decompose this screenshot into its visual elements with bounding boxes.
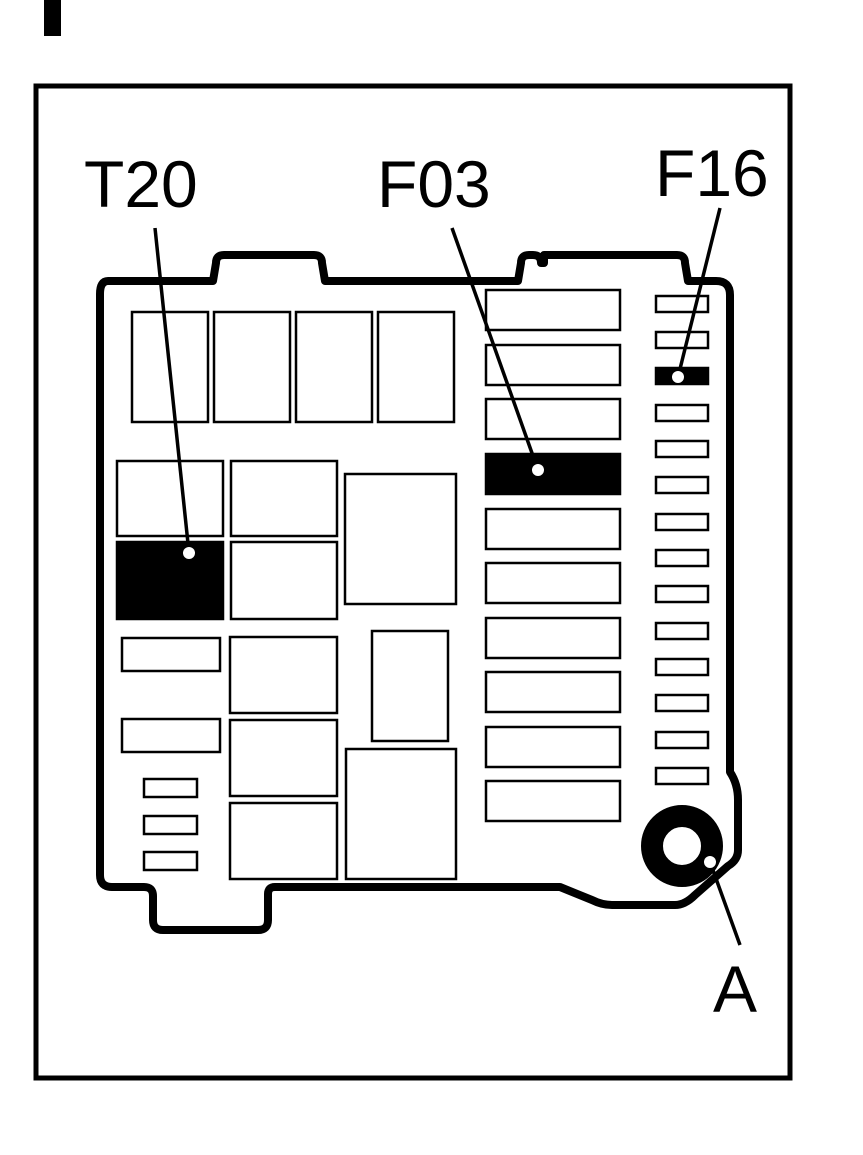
mini-fuse-slot: [654, 584, 710, 604]
maxi-fuse-slot: [484, 288, 622, 332]
leader-a: [708, 861, 742, 946]
leader-t20: [153, 227, 191, 554]
relay-t20-highlighted: [115, 540, 225, 621]
maxi-fuse-column: [484, 288, 622, 823]
mini-fuse-column: [654, 294, 710, 786]
relay-slot: [228, 718, 339, 798]
mini-fuse-slot: [654, 512, 710, 532]
fuse-slot-wide: [120, 636, 222, 673]
label-f03: F03: [377, 147, 491, 221]
relay-slot: [229, 540, 339, 621]
maxi-fuse-slot: [484, 616, 622, 660]
leader-f03: [450, 227, 540, 471]
relay-slot-large: [343, 472, 458, 606]
diagram-frame: [33, 83, 793, 1081]
mini-fuse-slot: [654, 475, 710, 495]
label-a: A: [713, 952, 757, 1026]
relay-slot: [294, 310, 374, 424]
maxi-fuse-f03-highlighted: [484, 452, 622, 496]
maxi-fuse-slot: [484, 670, 622, 714]
mini-fuse-slot: [654, 294, 710, 314]
relay-slot: [212, 310, 292, 424]
relay-slot-large: [344, 747, 458, 881]
fuse-slot-wide: [120, 717, 222, 754]
mini-fuse-slot: [654, 657, 710, 677]
maxi-fuse-slot: [484, 725, 622, 769]
label-f16: F16: [655, 136, 769, 210]
mounting-hole: [671, 835, 693, 857]
maxi-fuse-slot: [484, 779, 622, 823]
mini-fuse-slot: [654, 766, 710, 786]
fuse-slot-mini: [142, 814, 199, 836]
leader-f16: [676, 207, 722, 378]
relay-slot: [376, 310, 456, 424]
corner-marker: [44, 0, 61, 36]
relay-slot: [115, 459, 225, 538]
mounting-ring: [641, 805, 723, 887]
maxi-fuse-slot: [484, 397, 622, 441]
mini-fuse-slot: [654, 621, 710, 641]
maxi-fuse-slot: [484, 343, 622, 387]
relay-slot: [228, 801, 339, 881]
leader-dot-f16: [672, 371, 684, 383]
maxi-fuse-slot: [484, 507, 622, 551]
fuse-box-outline: [96, 251, 742, 934]
relay-slot: [228, 635, 339, 715]
mini-fuse-slot: [654, 693, 710, 713]
mini-fuse-slot: [654, 403, 710, 423]
mounting-stud-a: [641, 805, 723, 887]
relay-slot: [229, 459, 339, 538]
fuse-slot-mini: [142, 777, 199, 799]
leader-dot-t20: [183, 547, 195, 559]
fuse-slot-mini: [142, 850, 199, 872]
leader-dot-a: [704, 856, 716, 868]
label-t20: T20: [84, 147, 198, 221]
maxi-fuse-slot: [484, 561, 622, 605]
relay-slot: [370, 629, 450, 743]
mini-fuse-slot: [654, 330, 710, 350]
relay-row-top: [130, 310, 456, 424]
mini-fuse-slot: [654, 730, 710, 750]
mini-fuse-slot: [654, 548, 710, 568]
mini-fuse-slot: [654, 439, 710, 459]
leader-dot-f03: [532, 464, 544, 476]
